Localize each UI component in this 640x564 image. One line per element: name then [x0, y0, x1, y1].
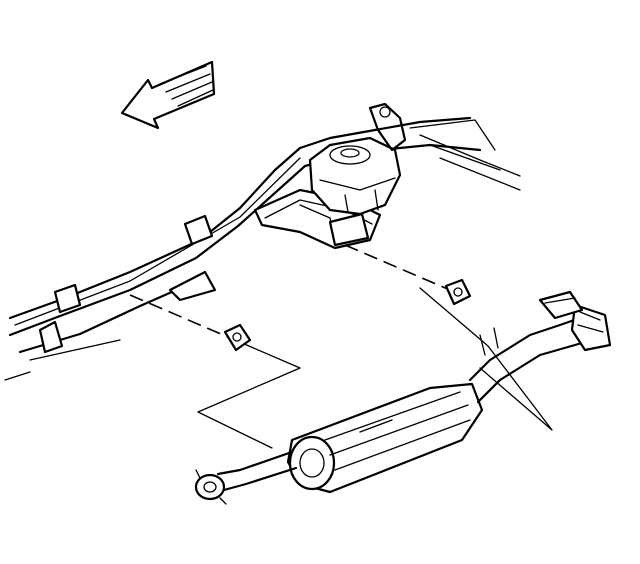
hanger-leader-lines — [129, 244, 553, 449]
vehicle-frame — [4, 102, 521, 381]
muffler — [286, 382, 484, 494]
exhaust-hanger-isolator-front — [223, 323, 252, 352]
exhaust-hanger-isolator-rear — [444, 278, 472, 306]
direction-arrow-icon — [120, 60, 216, 130]
exhaust-pipe — [194, 290, 612, 505]
